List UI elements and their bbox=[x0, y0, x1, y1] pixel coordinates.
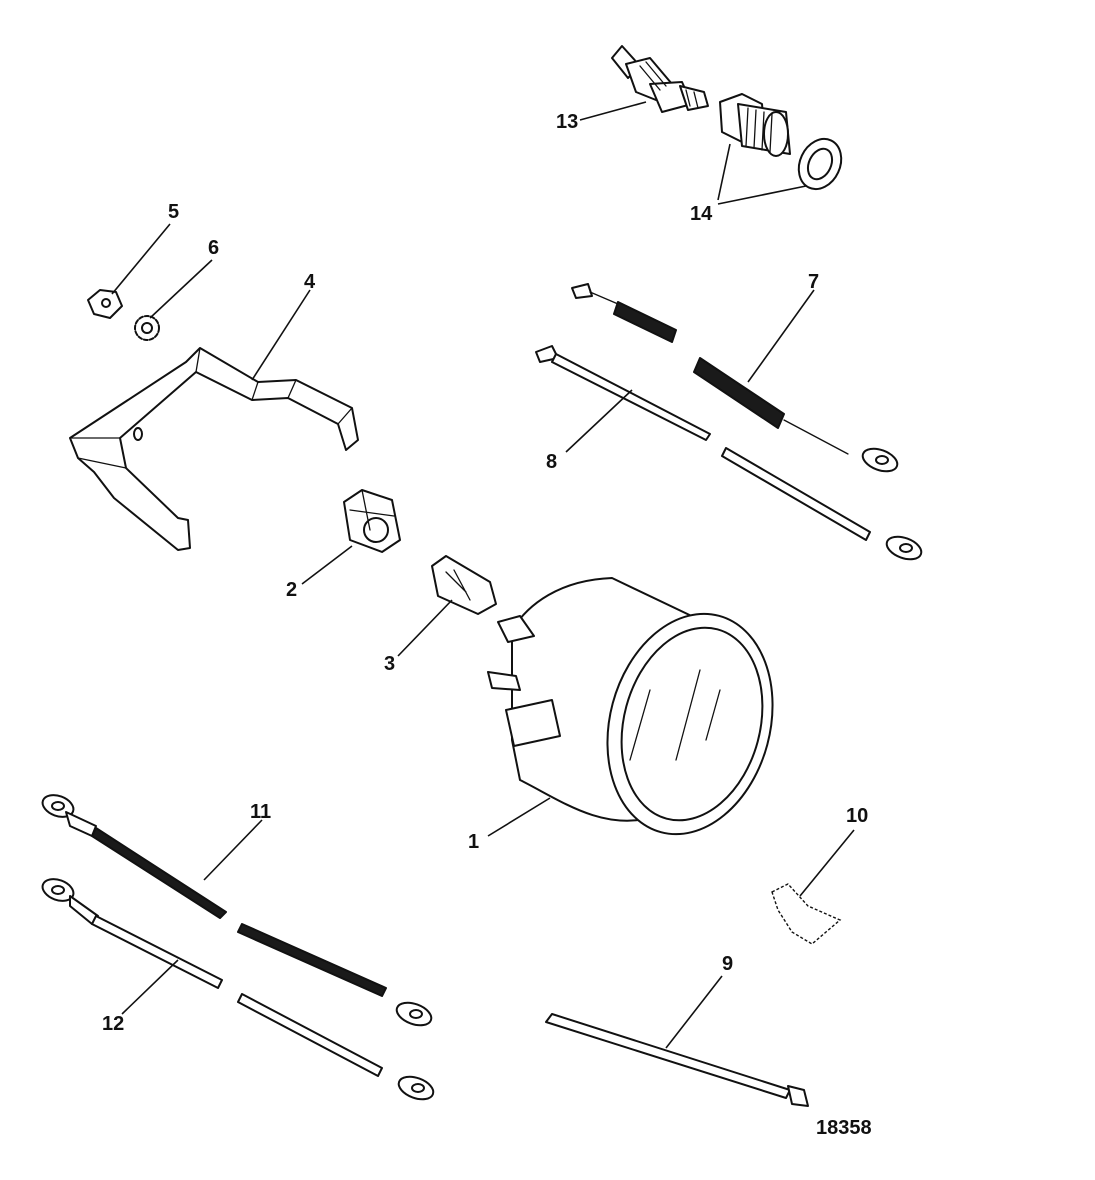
part-11-lead bbox=[41, 794, 433, 1027]
part-14-fitting bbox=[719, 93, 791, 157]
leader-11 bbox=[203, 819, 263, 881]
leader-7 bbox=[747, 289, 815, 383]
leader-3 bbox=[397, 599, 453, 657]
leader-4 bbox=[251, 289, 311, 381]
drawing-number: 18358 bbox=[816, 1117, 872, 1139]
callout-4: 4 bbox=[304, 271, 316, 293]
callout-11: 11 bbox=[250, 801, 271, 823]
leader-12 bbox=[121, 959, 179, 1015]
callout-2: 2 bbox=[286, 579, 297, 601]
callout-7: 7 bbox=[808, 271, 819, 293]
part-4-bracket bbox=[69, 347, 359, 551]
callout-3: 3 bbox=[384, 653, 395, 675]
callout-10: 10 bbox=[846, 805, 868, 827]
part-9-cable-tie bbox=[545, 1013, 809, 1107]
part-7-lead bbox=[571, 283, 899, 473]
leader-14a bbox=[717, 143, 731, 201]
callout-5: 5 bbox=[168, 201, 179, 223]
callout-14: 14 bbox=[690, 203, 713, 225]
part-10-terminal bbox=[771, 883, 842, 945]
callout-13: 13 bbox=[556, 111, 578, 133]
leader-2 bbox=[301, 545, 353, 585]
leader-6 bbox=[149, 259, 213, 319]
part-12-lead bbox=[41, 878, 435, 1101]
part-6-lock-washer bbox=[134, 315, 160, 341]
callout-12: 12 bbox=[102, 1013, 124, 1035]
part-13-sender bbox=[611, 45, 709, 113]
part-3-bulb bbox=[431, 555, 497, 615]
callout-9: 9 bbox=[722, 953, 733, 975]
leader-14b bbox=[717, 185, 807, 205]
leader-lines bbox=[111, 101, 855, 1049]
part-1-gauge bbox=[487, 577, 774, 836]
part-5-nut bbox=[87, 289, 123, 319]
callout-labels: 13 14 5 6 4 7 8 2 3 1 10 11 12 9 18358 bbox=[102, 111, 872, 1139]
callout-1: 1 bbox=[468, 831, 479, 853]
leader-13 bbox=[579, 101, 647, 121]
leader-10 bbox=[799, 829, 855, 897]
callout-8: 8 bbox=[546, 451, 557, 473]
leader-8 bbox=[565, 389, 633, 453]
part-2-lamp-socket bbox=[343, 489, 401, 553]
callout-6: 6 bbox=[208, 237, 219, 259]
part-14-washer bbox=[797, 137, 843, 191]
leader-9 bbox=[665, 975, 723, 1049]
leader-5 bbox=[111, 223, 171, 295]
part-8-lead bbox=[535, 345, 923, 561]
leader-1 bbox=[487, 797, 551, 837]
